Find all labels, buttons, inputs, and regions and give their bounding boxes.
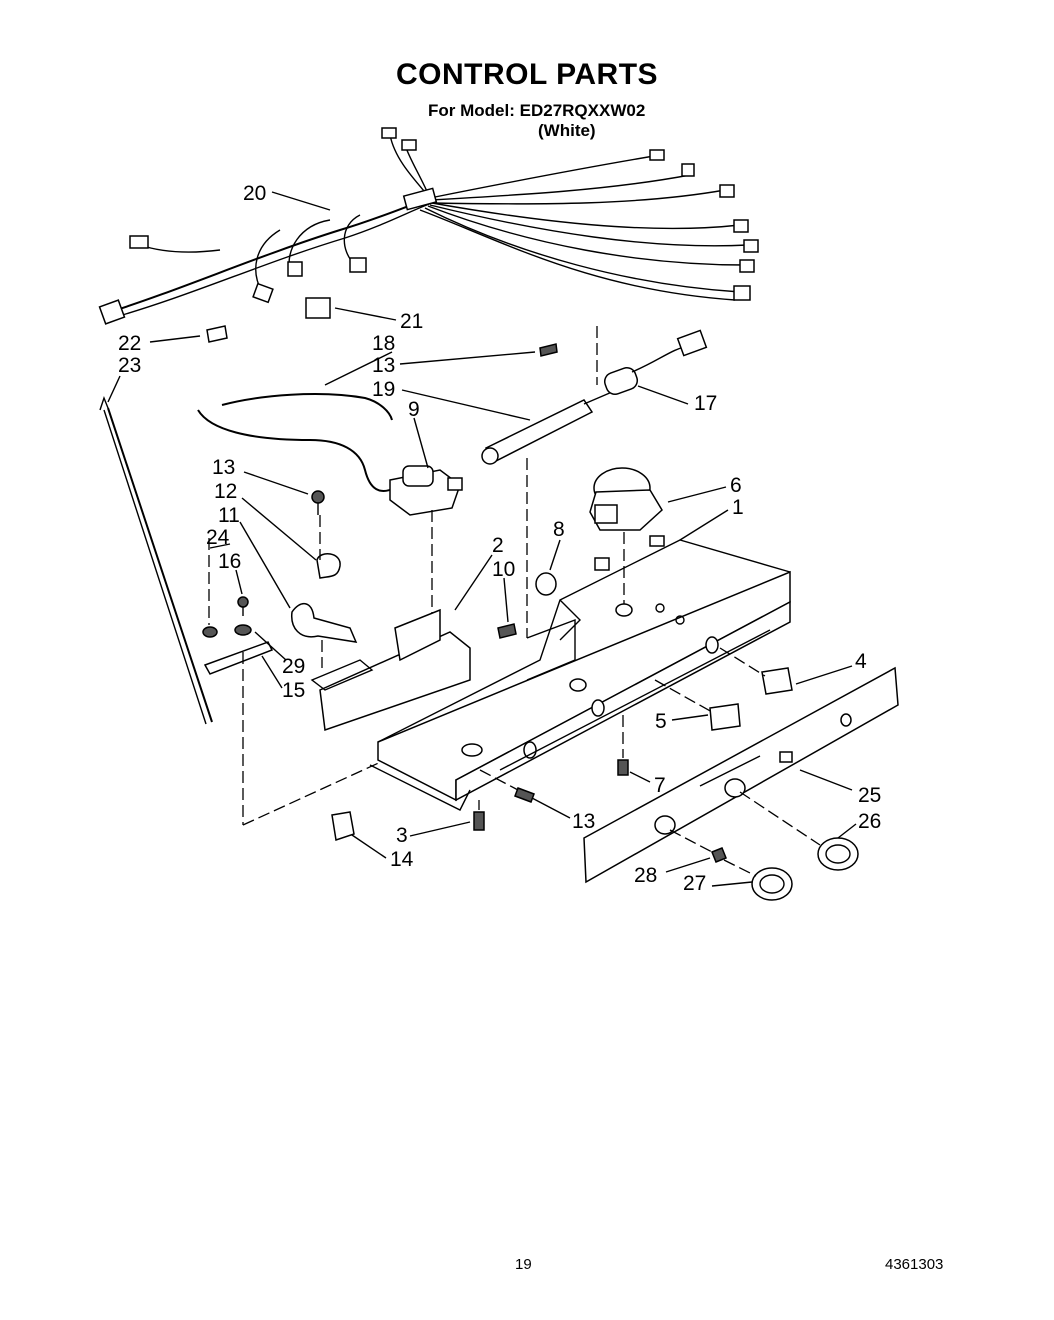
knob-8 — [535, 572, 557, 596]
defrost-timer-6 — [589, 467, 663, 608]
callout-13-a: 13 — [372, 354, 395, 377]
callout-27: 27 — [683, 872, 706, 895]
callout-5: 5 — [655, 710, 667, 733]
lever-arm-15 — [203, 641, 274, 675]
callout-labels: 20 21 22 23 18 13 19 17 9 13 12 11 24 16… — [118, 182, 881, 895]
control-shaft-11 — [291, 603, 358, 643]
screw-13-top — [539, 343, 558, 357]
heater-19 — [484, 399, 594, 463]
leader-lines — [107, 191, 857, 887]
page-number: 19 — [515, 1256, 532, 1273]
screw-13-lower — [514, 787, 535, 803]
callout-20: 20 — [243, 182, 266, 205]
callout-16: 16 — [218, 550, 241, 573]
mounting-bracket-2 — [310, 458, 576, 732]
callout-14: 14 — [390, 848, 414, 871]
callout-12: 12 — [214, 480, 237, 503]
callout-18: 18 — [372, 332, 395, 355]
screw-16 — [237, 596, 249, 608]
switch-5 — [709, 703, 741, 731]
switch-4 — [761, 667, 793, 695]
callout-22: 22 — [118, 332, 141, 355]
callout-4: 4 — [855, 650, 867, 673]
wiring-harness — [98, 127, 759, 325]
washer-24 — [202, 626, 218, 638]
callout-13-c: 13 — [572, 810, 595, 833]
knob-27 — [751, 867, 793, 901]
front-panel-25 — [583, 666, 899, 884]
capillary-tube-18 — [221, 393, 393, 421]
screw-10 — [497, 623, 517, 639]
callout-1: 1 — [732, 496, 744, 519]
page-title: CONTROL PARTS — [395, 58, 659, 91]
callout-3: 3 — [396, 824, 408, 847]
callout-2: 2 — [492, 534, 504, 557]
callout-24: 24 — [206, 526, 230, 549]
callout-13-b: 13 — [212, 456, 235, 479]
callout-29: 29 — [282, 655, 305, 678]
screw-7 — [617, 759, 629, 776]
washer-29 — [234, 624, 252, 636]
callout-28: 28 — [634, 864, 657, 887]
callout-26: 26 — [858, 810, 881, 833]
model-line: For Model: ED27RQXXW02 — [428, 101, 645, 121]
control-rod-23 — [107, 407, 213, 723]
callout-21: 21 — [400, 310, 423, 333]
model-prefix: For Model: — [428, 101, 515, 120]
callout-19: 19 — [372, 378, 395, 401]
control-housing-1 — [369, 535, 791, 811]
clip-22 — [206, 325, 228, 343]
model-number: ED27RQXXW02 — [519, 101, 646, 120]
callout-6: 6 — [730, 474, 742, 497]
clip-28 — [711, 847, 727, 863]
knob-26 — [817, 837, 859, 871]
document-number: 4361303 — [885, 1256, 944, 1273]
callout-23: 23 — [118, 354, 141, 377]
callout-25: 25 — [858, 784, 881, 807]
callout-10: 10 — [492, 558, 515, 581]
callout-15: 15 — [282, 679, 305, 702]
clip-12 — [316, 553, 341, 579]
callout-9: 9 — [408, 398, 420, 421]
clip-21 — [305, 297, 331, 319]
thermostat-9 — [389, 465, 463, 640]
callout-8: 8 — [553, 518, 565, 541]
screw-3 — [473, 811, 485, 831]
callout-11: 11 — [218, 504, 240, 527]
clip-14 — [331, 811, 355, 841]
model-color: (White) — [538, 121, 596, 140]
capacitor-17 — [603, 366, 639, 396]
callout-17: 17 — [694, 392, 717, 415]
screw-13-left — [311, 490, 325, 504]
callout-7: 7 — [654, 774, 666, 797]
